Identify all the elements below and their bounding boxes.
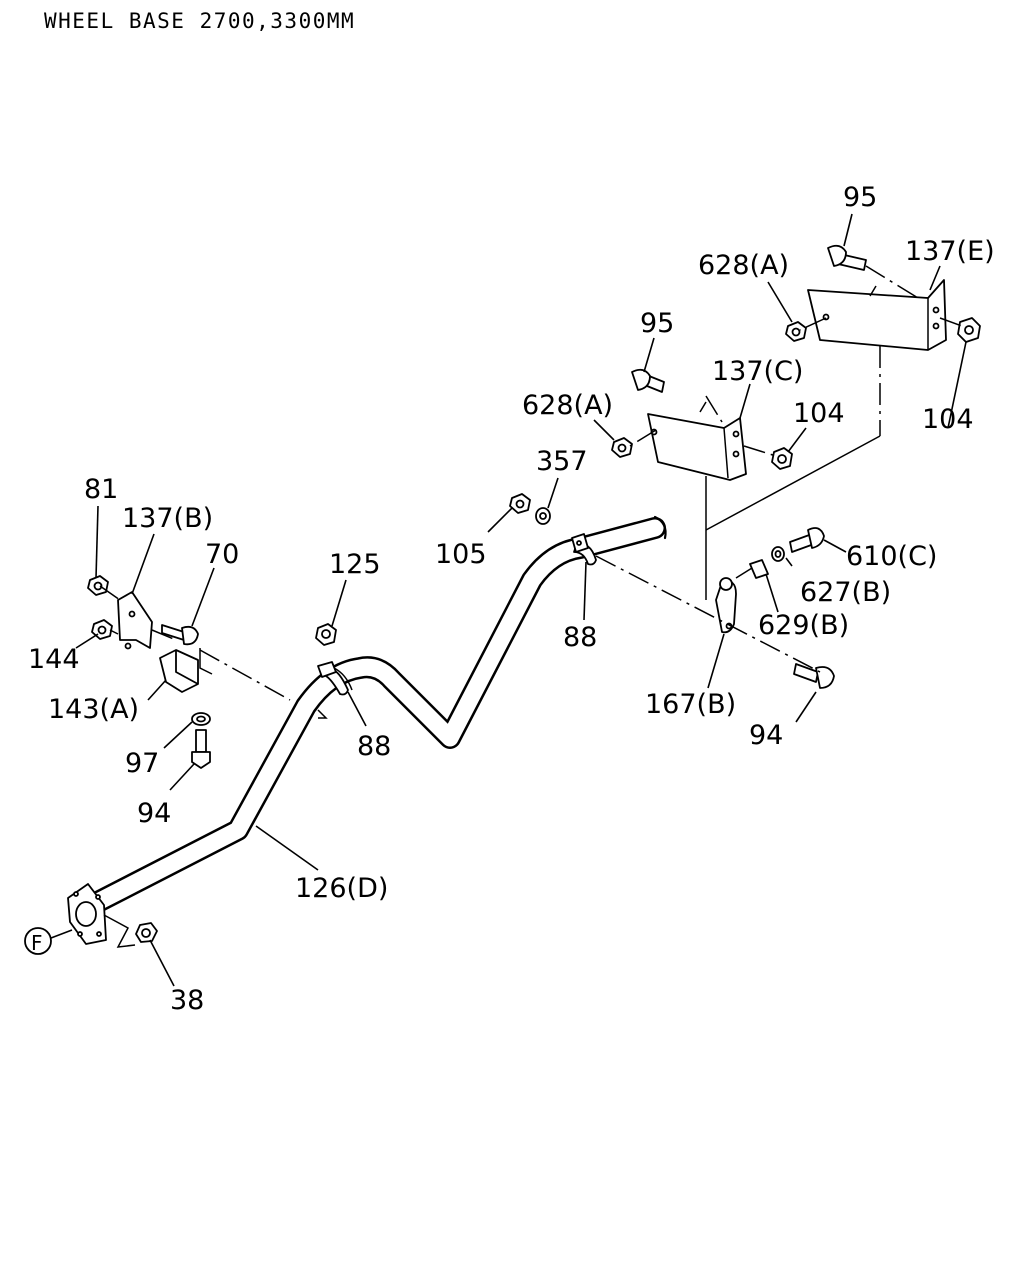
callout-137c: 137(C) (712, 356, 803, 387)
nut-105 (509, 493, 531, 514)
connector-f-marker: F (24, 927, 73, 955)
callout-88-middle: 88 (357, 731, 391, 762)
nut-125 (315, 623, 337, 646)
callout-38: 38 (170, 985, 204, 1016)
diagram-heading: WHEEL BASE 2700,3300MM (44, 9, 355, 33)
callout-94-right: 94 (749, 720, 783, 751)
callout-95-top: 95 (843, 182, 877, 213)
hanger-167b (715, 577, 737, 634)
nut-628a-mid (611, 437, 633, 458)
callout-70: 70 (205, 539, 239, 570)
callout-143a: 143(A) (48, 694, 139, 725)
callout-labels: 95 137(E) 628(A) 104 95 137(C) 628(A) 10… (28, 182, 995, 1016)
collar-629b (749, 559, 769, 579)
assembly-lines (705, 435, 881, 600)
callout-126d: 126(D) (295, 873, 388, 904)
callout-125: 125 (329, 549, 381, 580)
connector-f-label: F (31, 931, 43, 955)
nut-628a-top (785, 321, 807, 342)
nut-38 (135, 922, 158, 943)
callout-81: 81 (84, 474, 118, 505)
bolt-610c (789, 527, 825, 553)
bracket-137e (807, 279, 947, 351)
washer-357 (535, 507, 551, 525)
callout-104-right: 104 (922, 404, 974, 435)
bolt-95-top (827, 244, 867, 271)
exhaust-pipe-126d (81, 515, 667, 916)
washer-97 (191, 712, 211, 726)
bolt-94-right (793, 663, 835, 689)
bolt-94-left (191, 729, 211, 769)
callout-104-mid: 104 (793, 398, 845, 429)
callout-610c: 610(C) (846, 541, 937, 572)
callout-167b: 167(B) (645, 689, 736, 720)
callout-628a-mid: 628(A) (522, 390, 613, 421)
callout-105: 105 (435, 539, 487, 570)
washer-627b (771, 546, 785, 562)
callout-95-mid: 95 (640, 308, 674, 339)
bracket-137c (647, 401, 747, 481)
callout-628a-top: 628(A) (698, 250, 789, 281)
callout-357: 357 (536, 446, 588, 477)
leader-lines (75, 213, 967, 987)
clamp-88-right (571, 533, 597, 566)
nut-104-mid (771, 447, 793, 470)
center-lines (99, 265, 963, 701)
mount-143a (159, 648, 213, 693)
clamp-88-middle (317, 661, 353, 719)
callout-627b: 627(B) (800, 577, 891, 608)
bolt-95-mid (631, 368, 665, 393)
bolt-70 (161, 624, 199, 646)
callout-137e: 137(E) (905, 236, 995, 267)
callout-629b: 629(B) (758, 610, 849, 641)
bracket-137b (117, 591, 153, 650)
callout-137b: 137(B) (122, 503, 213, 534)
callout-97: 97 (125, 748, 159, 779)
callout-94-left: 94 (137, 798, 171, 829)
nut-81 (87, 575, 109, 596)
callout-144: 144 (28, 644, 80, 675)
nut-104-right (957, 317, 981, 343)
pipe-flange (67, 883, 136, 948)
callout-88-right: 88 (563, 622, 597, 653)
